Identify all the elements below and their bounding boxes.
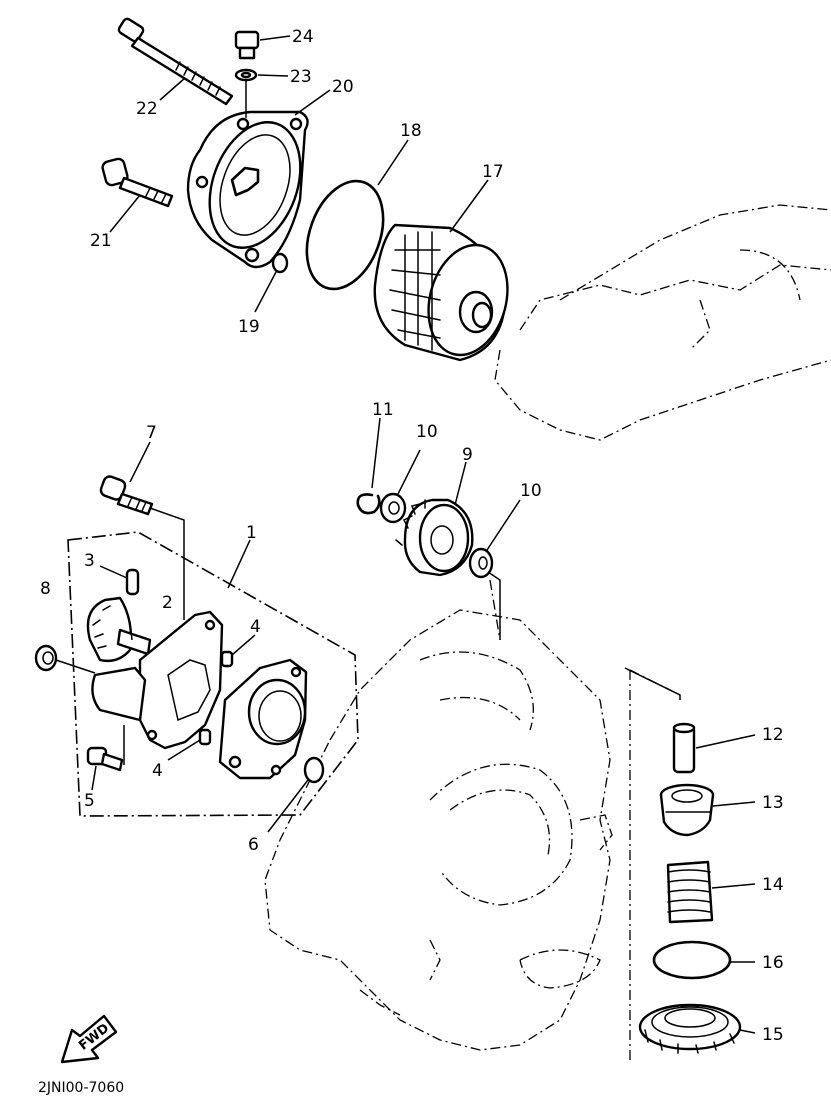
callout-11: 11	[372, 400, 394, 420]
callout-21: 21	[90, 231, 112, 251]
callout-3: 3	[84, 551, 95, 571]
o-ring-19	[271, 252, 289, 274]
drawing-code: 2JNI00-7060	[38, 1080, 124, 1096]
leader-20	[294, 89, 331, 116]
leader-1	[227, 539, 251, 589]
callout-1: 1	[246, 523, 257, 543]
callout-6: 6	[248, 835, 259, 855]
callout-17: 17	[482, 162, 504, 182]
callout-5: 5	[84, 791, 95, 811]
pin-3	[125, 568, 140, 596]
oil-filter-17	[373, 223, 509, 362]
callout-22: 22	[136, 99, 158, 119]
washer-10-left	[379, 492, 407, 524]
gear-9	[395, 498, 474, 577]
callout-15: 15	[762, 1025, 784, 1045]
callout-19: 19	[238, 317, 260, 337]
washer-10-right	[468, 547, 501, 640]
relief-valve-group-line	[624, 667, 681, 700]
leader-23	[257, 74, 289, 77]
callout-9: 9	[462, 445, 473, 465]
leader-5	[91, 765, 97, 791]
callout-2: 2	[162, 593, 173, 613]
callout-24: 24	[292, 27, 314, 47]
leader-14	[711, 883, 756, 889]
leader-10b	[486, 499, 521, 551]
leader-3	[99, 565, 128, 579]
leader-19	[254, 271, 277, 313]
leader-17	[449, 179, 489, 233]
valve-seat-13	[659, 783, 715, 837]
o-ring-16	[652, 940, 732, 980]
washer-23	[234, 68, 258, 82]
engine-case-upper	[494, 204, 831, 441]
leader-7	[129, 441, 151, 483]
leader-4b	[167, 739, 201, 761]
pump-cover	[218, 658, 308, 780]
leader-21	[109, 194, 141, 233]
pin-4-lower	[198, 728, 212, 746]
callout-23: 23	[290, 67, 312, 87]
bolt-24	[234, 30, 260, 60]
o-ring-18	[305, 179, 385, 291]
spring-14	[666, 860, 714, 924]
rotor-2	[86, 596, 152, 663]
filter-cover-20	[186, 80, 309, 269]
pump-housing	[91, 610, 224, 750]
bolt-5	[86, 725, 125, 772]
callout-18: 18	[400, 121, 422, 141]
callout-10b: 10	[520, 481, 542, 501]
leader-4a	[231, 634, 256, 656]
callout-20: 20	[332, 77, 354, 97]
leader-11	[371, 417, 381, 489]
leader-18	[377, 139, 409, 186]
bolt-22	[117, 17, 234, 106]
callout-4a: 4	[250, 617, 261, 637]
leader-6	[267, 779, 309, 833]
callout-13: 13	[762, 793, 784, 813]
leader-10a	[397, 449, 421, 495]
bolt-7	[99, 475, 185, 620]
bolt-21	[101, 157, 174, 208]
fwd-arrow: FWD	[60, 1014, 118, 1064]
callout-16: 16	[762, 953, 784, 973]
pipe-12	[672, 722, 696, 774]
leader-9	[454, 461, 467, 506]
callout-10a: 10	[416, 422, 438, 442]
pin-4-upper	[220, 650, 234, 668]
leader-13	[712, 801, 756, 807]
o-ring-6	[303, 756, 325, 784]
leader-22	[159, 77, 186, 101]
leader-15	[739, 1029, 756, 1034]
leader-24	[259, 35, 291, 41]
callout-7: 7	[146, 423, 157, 443]
leader-12	[695, 734, 756, 749]
engine-case-lower	[264, 579, 681, 1060]
washer-8	[34, 644, 96, 674]
plug-15	[638, 1003, 742, 1054]
callout-14: 14	[762, 875, 784, 895]
callout-8: 8	[40, 579, 51, 599]
circlip-11	[356, 493, 381, 515]
callout-4b: 4	[152, 761, 163, 781]
callout-12: 12	[762, 725, 784, 745]
